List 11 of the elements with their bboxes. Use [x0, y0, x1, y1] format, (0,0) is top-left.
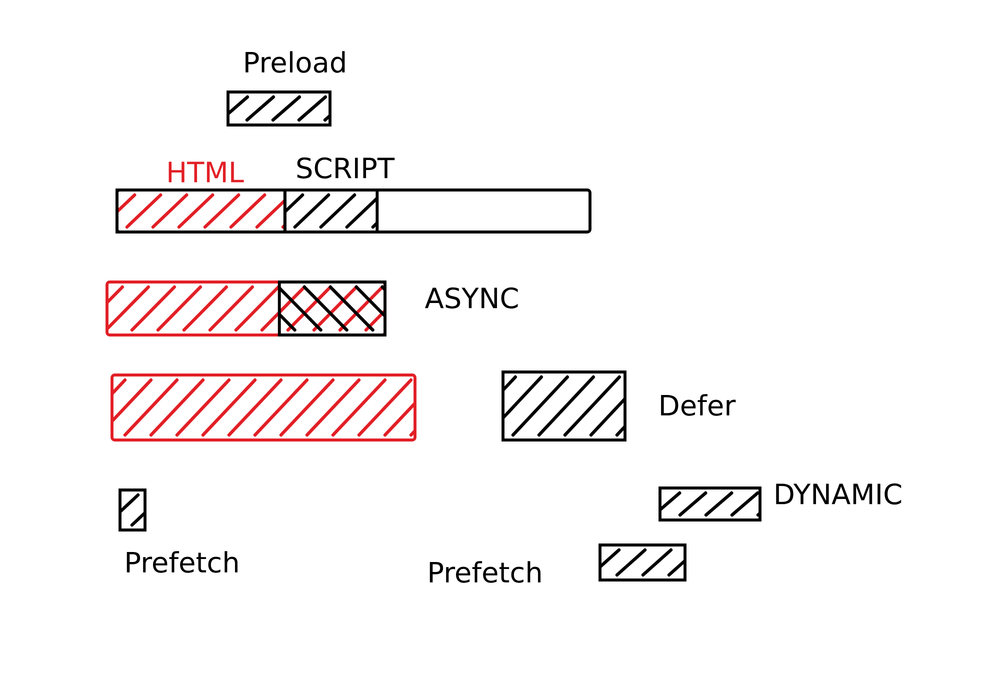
bar-label: DYNAMIC: [776, 483, 902, 505]
bar-label: Preload: [246, 51, 345, 73]
bar: [106, 280, 386, 336]
bar-label: Prefetch: [126, 551, 238, 573]
bar-label: Defer: [661, 394, 736, 416]
bar-label: SCRIPT: [297, 157, 395, 179]
bar-label: Prefetch: [430, 561, 540, 583]
bar-label: ASYNC: [424, 287, 518, 309]
bar: [116, 188, 592, 234]
bar: [110, 374, 416, 442]
bar-label: HTML: [168, 162, 244, 182]
